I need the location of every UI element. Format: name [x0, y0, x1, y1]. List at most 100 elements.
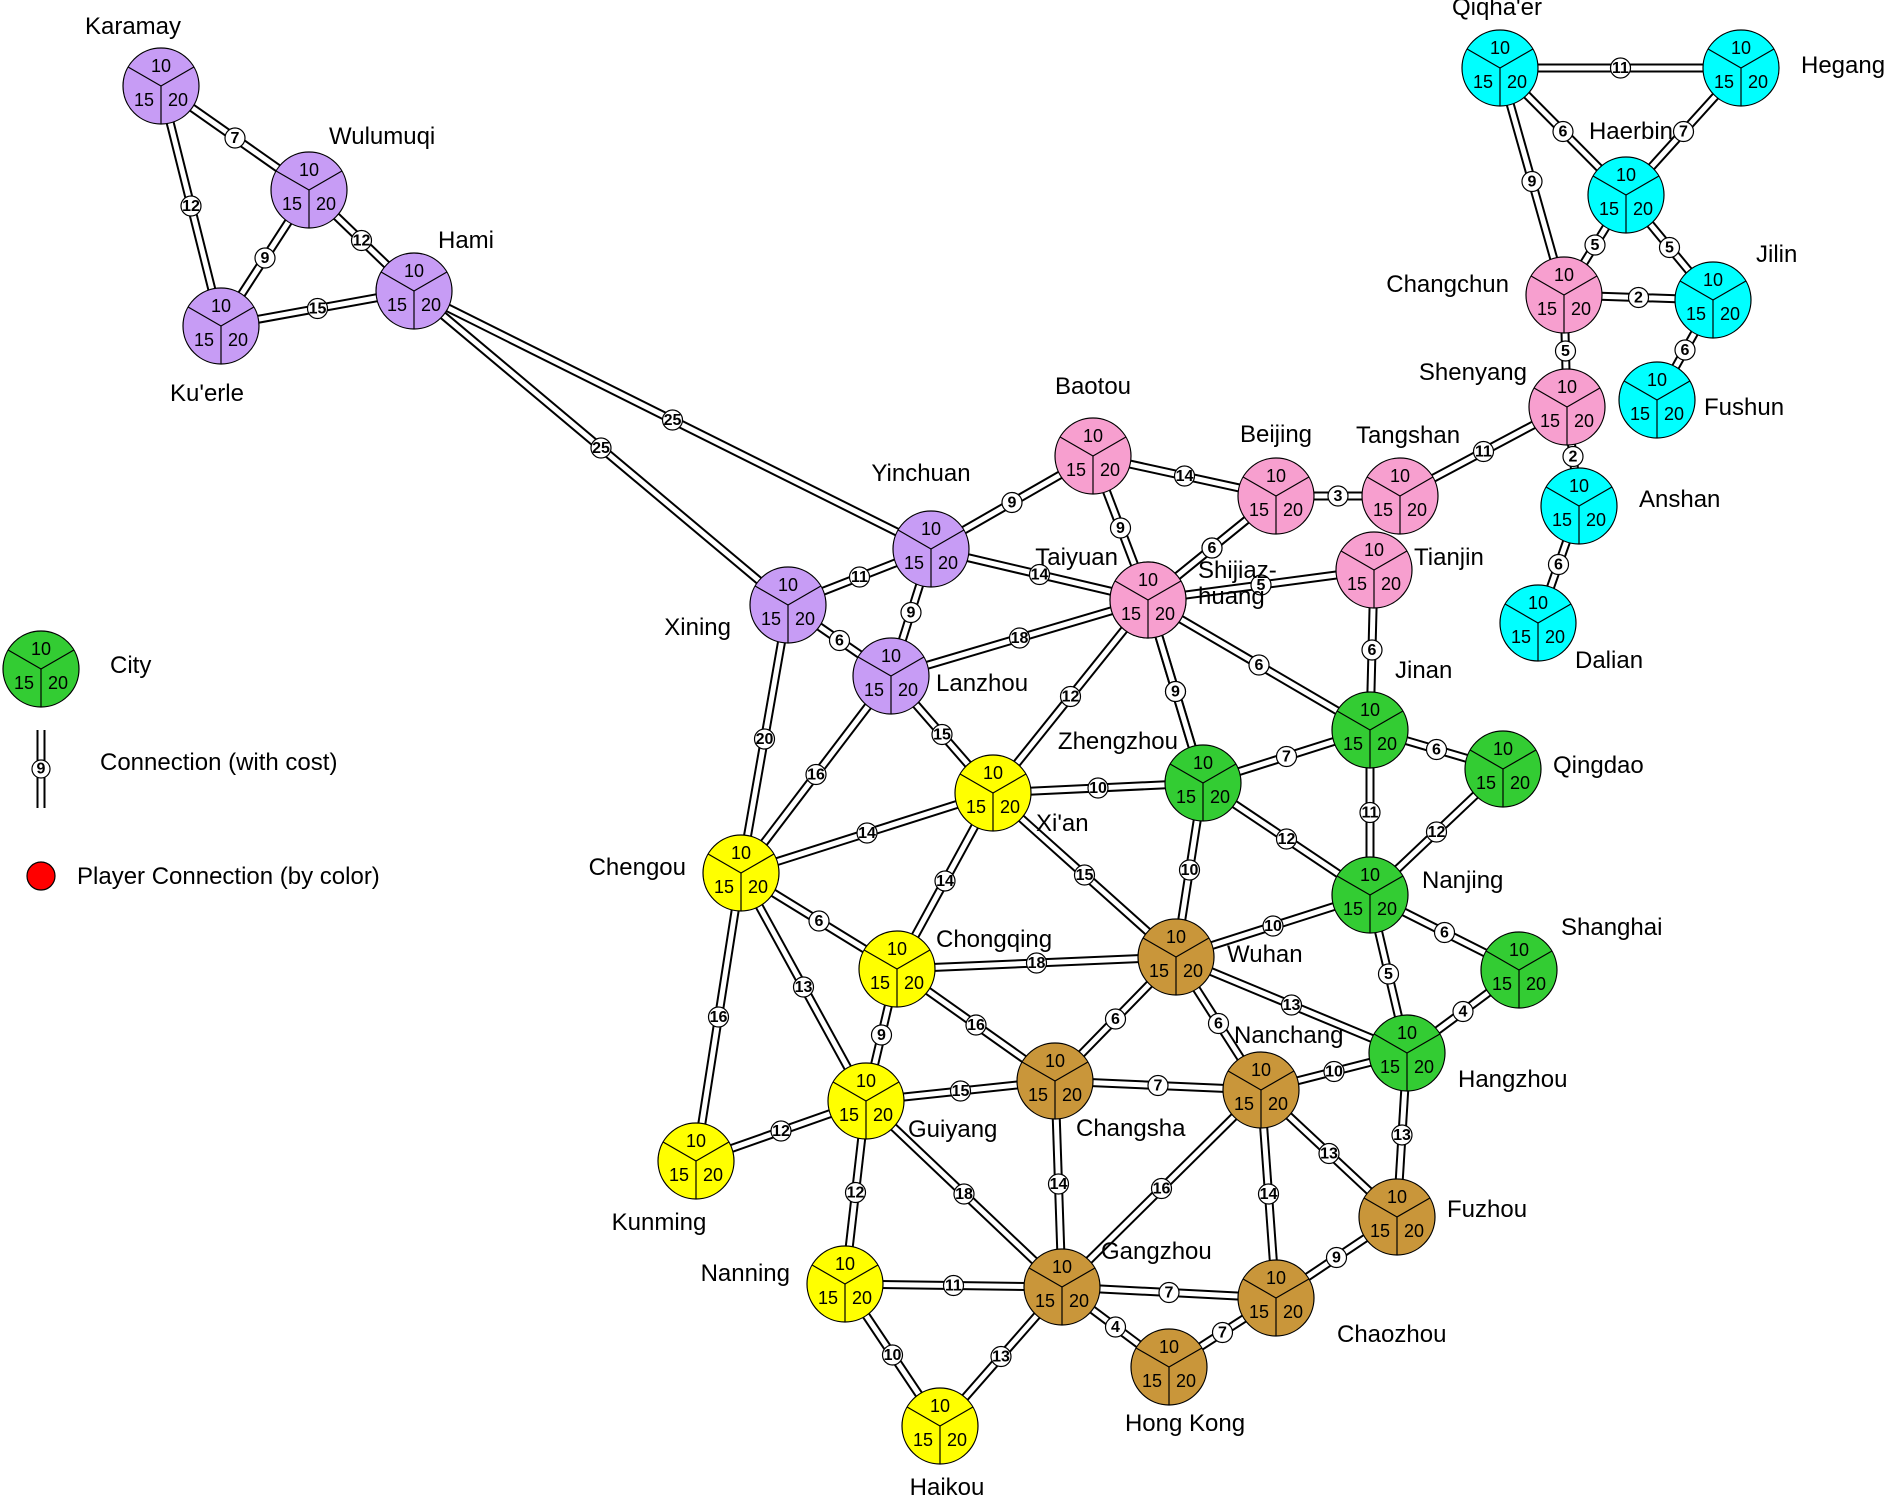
city-slot-20[interactable]: 20	[703, 1165, 723, 1185]
city-slot-10[interactable]: 10	[887, 939, 907, 959]
city-slot-15[interactable]: 15	[1630, 404, 1650, 424]
city-slot-10[interactable]: 10	[1390, 466, 1410, 486]
city-slot-15[interactable]: 15	[1492, 974, 1512, 994]
city-slot-15[interactable]: 15	[1028, 1085, 1048, 1105]
city-slot-20[interactable]: 20	[1283, 500, 1303, 520]
city-slot-20[interactable]: 20	[168, 90, 188, 110]
city-slot-20[interactable]: 20	[748, 877, 768, 897]
city-slot-10[interactable]: 10	[1251, 1060, 1271, 1080]
city-chongqing[interactable]: 10 15 20	[858, 930, 936, 1008]
city-slot-15[interactable]: 15	[1347, 574, 1367, 594]
city-slot-20[interactable]: 20	[1571, 299, 1591, 319]
city-slot-15[interactable]: 15	[1343, 899, 1363, 919]
city-slot-20[interactable]: 20	[1545, 627, 1565, 647]
city-slot-10[interactable]: 10	[1557, 377, 1577, 397]
city-slot-15[interactable]: 15	[818, 1288, 838, 1308]
city-slot-15[interactable]: 15	[864, 680, 884, 700]
city-slot-15[interactable]: 15	[913, 1430, 933, 1450]
city-slot-20[interactable]: 20	[48, 673, 68, 693]
city-slot-10[interactable]: 10	[404, 261, 424, 281]
city-slot-20[interactable]: 20	[1586, 510, 1606, 530]
city-hami[interactable]: 10 15 20	[375, 252, 453, 330]
city-changsha[interactable]: 10 15 20	[1016, 1042, 1094, 1120]
city-slot-20[interactable]: 20	[1176, 1371, 1196, 1391]
city-slot-20[interactable]: 20	[1062, 1085, 1082, 1105]
city-slot-20[interactable]: 20	[898, 680, 918, 700]
city-slot-20[interactable]: 20	[421, 295, 441, 315]
city-slot-10[interactable]: 10	[1266, 466, 1286, 486]
city-slot-10[interactable]: 10	[835, 1254, 855, 1274]
city-slot-20[interactable]: 20	[1000, 797, 1020, 817]
city-slot-20[interactable]: 20	[1507, 72, 1527, 92]
city-slot-10[interactable]: 10	[1364, 540, 1384, 560]
city-slot-15[interactable]: 15	[870, 973, 890, 993]
city-slot-15[interactable]: 15	[1142, 1371, 1162, 1391]
city-slot-20[interactable]: 20	[1748, 72, 1768, 92]
city-slot-10[interactable]: 10	[1045, 1051, 1065, 1071]
city-slot-10[interactable]: 10	[1166, 927, 1186, 947]
city-slot-15[interactable]: 15	[387, 295, 407, 315]
city-slot-20[interactable]: 20	[1377, 899, 1397, 919]
city-slot-15[interactable]: 15	[282, 194, 302, 214]
city-slot-10[interactable]: 10	[31, 639, 51, 659]
city-slot-20[interactable]: 20	[852, 1288, 872, 1308]
city-slot-20[interactable]: 20	[1720, 304, 1740, 324]
city-slot-20[interactable]: 20	[1633, 199, 1653, 219]
city-nanning[interactable]: 10 15 20	[806, 1245, 884, 1323]
city-slot-15[interactable]: 15	[1380, 1057, 1400, 1077]
city-slot-15[interactable]: 15	[134, 90, 154, 110]
city-slot-15[interactable]: 15	[761, 609, 781, 629]
city-slot-10[interactable]: 10	[881, 646, 901, 666]
city-slot-10[interactable]: 10	[211, 296, 231, 316]
city-slot-15[interactable]: 15	[1121, 604, 1141, 624]
city-slot-20[interactable]: 20	[1100, 460, 1120, 480]
city-slot-15[interactable]: 15	[1370, 1221, 1390, 1241]
city-slot-15[interactable]: 15	[1149, 961, 1169, 981]
city-slot-20[interactable]: 20	[1407, 500, 1427, 520]
city-slot-10[interactable]: 10	[1554, 265, 1574, 285]
city-slot-20[interactable]: 20	[1574, 411, 1594, 431]
city-slot-10[interactable]: 10	[1528, 593, 1548, 613]
city-slot-15[interactable]: 15	[1714, 72, 1734, 92]
city-slot-10[interactable]: 10	[856, 1071, 876, 1091]
city-slot-20[interactable]: 20	[1210, 787, 1230, 807]
city-slot-20[interactable]: 20	[904, 973, 924, 993]
city-slot-10[interactable]: 10	[1360, 700, 1380, 720]
city-slot-20[interactable]: 20	[1268, 1094, 1288, 1114]
city-slot-15[interactable]: 15	[1473, 72, 1493, 92]
city-slot-15[interactable]: 15	[1343, 734, 1363, 754]
city-slot-15[interactable]: 15	[966, 797, 986, 817]
city-tianjin[interactable]: 10 15 20	[1335, 531, 1413, 609]
city-slot-10[interactable]: 10	[1647, 370, 1667, 390]
city-slot-20[interactable]: 20	[1381, 574, 1401, 594]
city-slot-10[interactable]: 10	[1616, 165, 1636, 185]
city-slot-15[interactable]: 15	[1476, 773, 1496, 793]
city-slot-20[interactable]: 20	[1155, 604, 1175, 624]
city-slot-15[interactable]: 15	[1537, 299, 1557, 319]
city-slot-10[interactable]: 10	[1083, 426, 1103, 446]
city-slot-15[interactable]: 15	[669, 1165, 689, 1185]
city-slot-15[interactable]: 15	[194, 330, 214, 350]
city-slot-10[interactable]: 10	[1703, 270, 1723, 290]
city-slot-10[interactable]: 10	[1387, 1187, 1407, 1207]
city-slot-10[interactable]: 10	[1509, 940, 1529, 960]
